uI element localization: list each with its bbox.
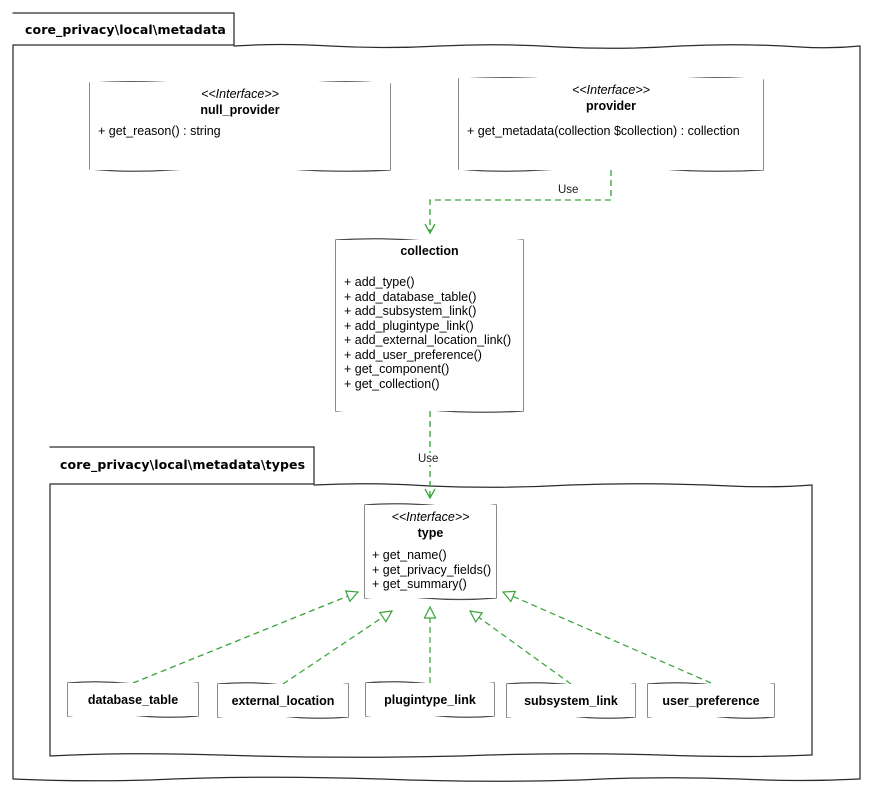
class-name: plugintype_link xyxy=(384,692,476,707)
edge-label-collection-type: Use xyxy=(416,453,441,465)
class-member: + add_external_location_link() xyxy=(344,333,512,348)
class-member: + get_name() xyxy=(372,548,447,562)
class-member: + get_summary() xyxy=(372,577,467,592)
class-name: provider xyxy=(585,98,636,113)
relation-user_preference-type xyxy=(501,590,712,684)
class-name: subsystem_link xyxy=(524,693,618,708)
class-member: + add_database_table() xyxy=(344,289,477,304)
relation-database_table-type xyxy=(132,590,360,684)
class-header-null_provider: <<Interface>> null_provider xyxy=(90,82,390,118)
package-label-types: core_privacy\local\metadata\types xyxy=(60,457,306,472)
relation-subsystem_link-type xyxy=(468,610,572,685)
class-name: database_table xyxy=(87,692,179,707)
class-members-provider: + get_metadata(collection $collection) :… xyxy=(459,118,763,145)
class-name: external_location xyxy=(231,693,335,708)
package-label-outer: core_privacy\local\metadata xyxy=(25,22,226,37)
class-member: + get_privacy_fields() xyxy=(372,562,492,577)
class-box-collection[interactable]: collection + add_type() + add_database_t… xyxy=(336,240,523,411)
class-member: + get_reason() : string xyxy=(98,124,221,138)
class-box-subsystem_link[interactable]: subsystem_link xyxy=(507,684,635,717)
class-member: + add_subsystem_link() xyxy=(344,304,477,319)
class-header-provider: <<Interface>> provider xyxy=(459,78,763,118)
class-header-collection: collection xyxy=(336,240,523,269)
class-box-external_location[interactable]: external_location xyxy=(218,684,348,717)
relation-provider-collection xyxy=(424,170,612,235)
class-members-null_provider: + get_reason() : string xyxy=(90,118,390,145)
class-header-type: <<Interface>> type xyxy=(365,505,496,542)
class-box-null_provider[interactable]: <<Interface>> null_provider + get_reason… xyxy=(90,82,390,170)
class-name: user_preference xyxy=(662,693,760,708)
class-box-user_preference[interactable]: user_preference xyxy=(648,684,774,717)
class-stereotype: <<Interface>> xyxy=(391,510,470,524)
class-member: + get_metadata(collection $collection) :… xyxy=(467,124,740,138)
class-name: collection xyxy=(400,244,459,258)
class-member: + get_collection() xyxy=(344,376,440,391)
class-stereotype: <<Interface>> xyxy=(201,87,279,101)
class-member: + add_user_preference() xyxy=(344,347,482,362)
class-name: null_provider xyxy=(200,102,280,117)
class-members-type: + get_name() + get_privacy_fields() + ge… xyxy=(365,542,496,598)
class-box-type[interactable]: <<Interface>> type + get_name() + get_pr… xyxy=(365,505,496,598)
class-box-plugintype_link[interactable]: plugintype_link xyxy=(366,683,494,716)
edge-label-provider-collection: Use xyxy=(556,184,581,196)
class-box-database_table[interactable]: database_table xyxy=(68,683,198,716)
class-member: + get_component() xyxy=(344,362,450,377)
class-members-collection: + add_type() + add_database_table() + ad… xyxy=(336,269,523,398)
class-member: + add_type() xyxy=(344,275,415,289)
class-stereotype: <<Interface>> xyxy=(572,83,650,97)
relation-external_location-type xyxy=(282,610,394,685)
class-box-provider[interactable]: <<Interface>> provider + get_metadata(co… xyxy=(459,78,763,170)
class-member: + add_plugintype_link() xyxy=(344,318,474,333)
class-name: type xyxy=(417,525,444,540)
